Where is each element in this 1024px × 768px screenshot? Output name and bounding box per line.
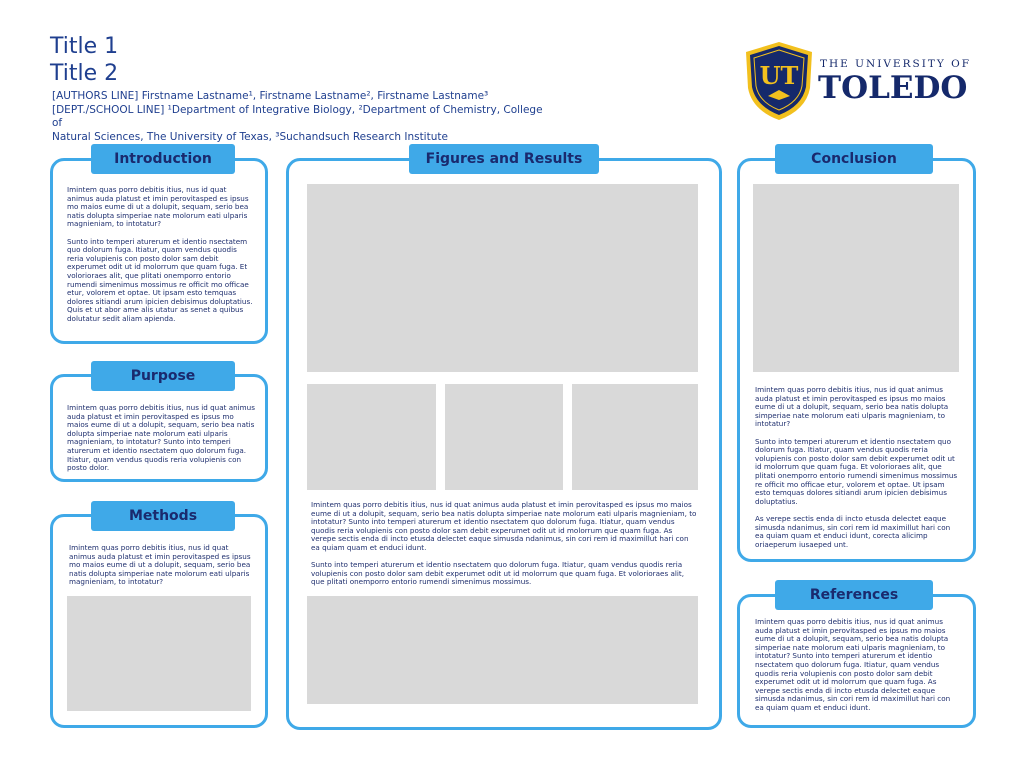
- methods-text: Imintem quas porro debitis itius, nus id…: [69, 543, 253, 587]
- title-2: Title 2: [50, 61, 119, 86]
- conclusion-heading: Conclusion: [775, 144, 933, 174]
- methods-paragraph-1: Imintem quas porro debitis itius, nus id…: [69, 543, 251, 587]
- figures-paragraph-1: Imintem quas porro debitis itius, nus id…: [311, 500, 697, 552]
- figure-main-placeholder: [307, 184, 698, 372]
- figure-small-placeholder-1: [307, 384, 436, 490]
- references-heading: References: [775, 580, 933, 610]
- introduction-paragraph-2: Sunto into temperi aturerum et identio n…: [67, 236, 253, 306]
- figures-heading: Figures and Results: [409, 144, 599, 174]
- references-text: Imintem quas porro debitis itius, nus id…: [755, 617, 961, 713]
- purpose-text: Imintem quas porro debitis itius, nus id…: [67, 403, 255, 473]
- references-paragraph-1: Imintem quas porro debitis itius, nus id…: [755, 617, 951, 712]
- logo-subtitle: THE UNIVERSITY OF: [820, 58, 972, 70]
- logo-name: TOLEDO: [818, 70, 968, 106]
- purpose-paragraph-1: Imintem quas porro debitis itius, nus id…: [67, 403, 255, 473]
- methods-heading: Methods: [91, 501, 235, 531]
- conclusion-text: Imintem quas porro debitis itius, nus id…: [755, 385, 960, 549]
- conclusion-image-placeholder: [753, 184, 959, 372]
- figure-small-placeholder-3: [572, 384, 698, 490]
- figures-text: Imintem quas porro debitis itius, nus id…: [311, 500, 699, 587]
- conclusion-paragraph-3: As verepe sectis enda di incto etusda de…: [755, 513, 951, 549]
- introduction-paragraph-3: Quis et ut abor ame alis utatur as senet…: [67, 305, 244, 323]
- purpose-panel: [50, 374, 268, 482]
- figure-bottom-placeholder: [307, 596, 698, 704]
- authors-block: [AUTHORS LINE] Firstname Lastname¹, Firs…: [52, 90, 552, 144]
- conclusion-paragraph-1: Imintem quas porro debitis itius, nus id…: [755, 385, 949, 429]
- shield-icon: UT: [746, 42, 812, 120]
- introduction-paragraph-1: Imintem quas porro debitis itius, nus id…: [67, 185, 249, 229]
- methods-image-placeholder: [67, 596, 251, 711]
- dept-line-2: Natural Sciences, The University of Texa…: [52, 130, 448, 143]
- shield-letters: UT: [760, 61, 799, 90]
- dept-line-1: [DEPT./SCHOOL LINE] ¹Department of Integ…: [52, 103, 543, 130]
- introduction-heading: Introduction: [91, 144, 235, 174]
- authors-line: [AUTHORS LINE] Firstname Lastname¹, Firs…: [52, 90, 489, 102]
- purpose-heading: Purpose: [91, 361, 235, 391]
- title-1: Title 1: [50, 34, 119, 59]
- conclusion-paragraph-2: Sunto into temperi aturerum et identio n…: [755, 436, 958, 506]
- introduction-text: Imintem quas porro debitis itius, nus id…: [67, 185, 253, 324]
- figure-small-placeholder-2: [445, 384, 563, 490]
- university-logo: UT THE UNIVERSITY OF TOLEDO: [744, 40, 974, 122]
- figures-paragraph-2: Sunto into temperi aturerum et identio n…: [311, 560, 684, 587]
